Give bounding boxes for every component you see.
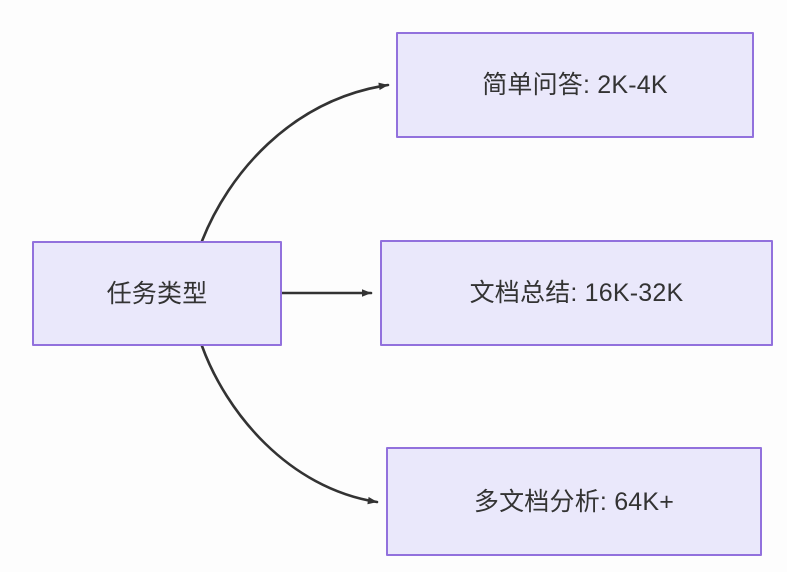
node-doc-summary[interactable]: 文档总结: 16K-32K <box>380 240 773 346</box>
node-simple-qa-label: 简单问答: 2K-4K <box>482 71 668 99</box>
node-doc-summary-label: 文档总结: 16K-32K <box>469 279 684 307</box>
node-root-label: 任务类型 <box>106 279 208 308</box>
edge-root-to-multi-doc <box>200 344 379 505</box>
node-multi-doc-analysis-label: 多文档分析: 64K+ <box>473 487 675 516</box>
node-multi-doc-analysis[interactable]: 多文档分析: 64K+ <box>386 447 762 556</box>
edge-root-to-simple-qa <box>200 82 390 243</box>
node-simple-qa[interactable]: 简单问答: 2K-4K <box>396 32 754 138</box>
node-root-task-type[interactable]: 任务类型 <box>32 241 282 346</box>
